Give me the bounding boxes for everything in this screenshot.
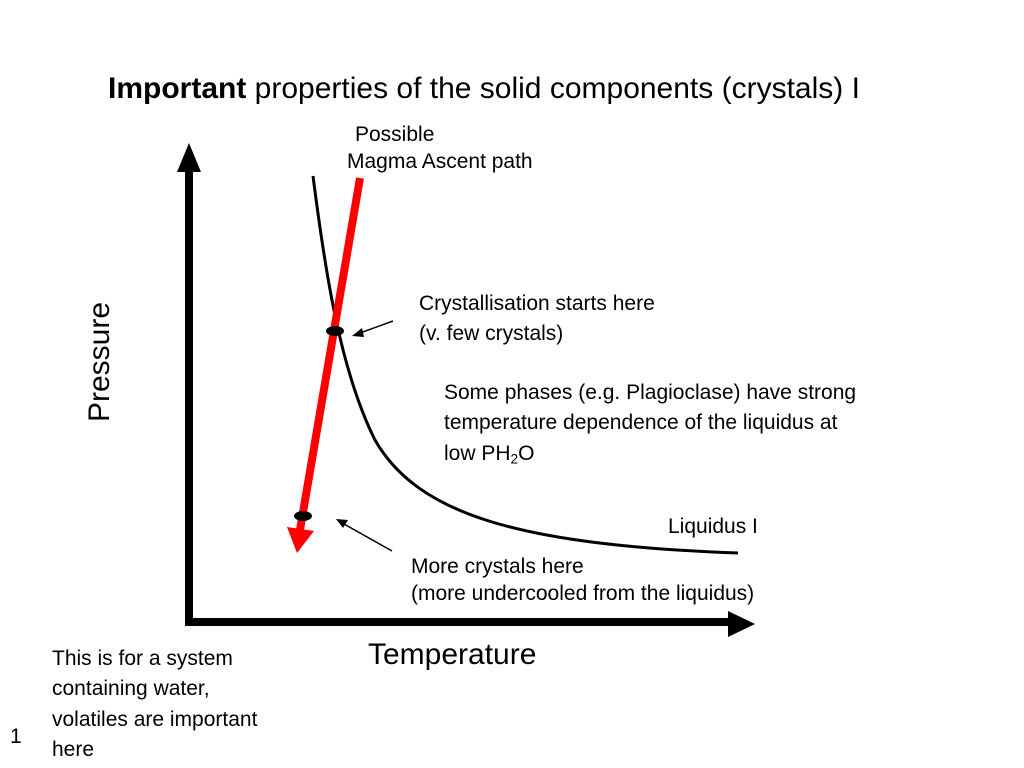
- more-crystals-line2: (more undercooled from the liquidus): [411, 582, 755, 606]
- liquidus-label: Liquidus I: [668, 515, 758, 538]
- title-rest: properties of the solid components (crys…: [246, 72, 860, 105]
- crystallisation-start-line1: Crystallisation starts here: [419, 292, 655, 315]
- x-axis-label: Temperature: [368, 638, 537, 671]
- system-note-line4: here: [52, 738, 95, 762]
- system-note: This is for a system containing water, v…: [52, 644, 257, 766]
- crystallisation-start-line2: (v. few crystals): [419, 322, 564, 346]
- liquidus-curve: [311, 175, 739, 555]
- magma-ascent-path: [296, 177, 364, 531]
- phases-line3: low PH2O: [444, 439, 856, 469]
- pointer-arrowhead-more-crystals: [336, 519, 348, 528]
- magma-ascent-arrowhead: [287, 527, 314, 553]
- ascent-path-label-line1: Possible: [355, 123, 435, 146]
- phases-line3-sub: 2: [510, 451, 519, 467]
- crystallisation-start-label: Crystallisation starts here (v. few crys…: [419, 289, 655, 350]
- pointer-arrow-more-crystals: [343, 523, 393, 552]
- ascent-path-label-line2: Magma Ascent path: [347, 150, 533, 174]
- phases-line3-pre: low PH: [444, 441, 511, 465]
- ascent-path-label: Possible Magma Ascent path: [347, 121, 533, 176]
- system-note-line2: containing water,: [52, 677, 210, 701]
- pointer-arrowhead-crystallisation: [352, 328, 364, 337]
- more-crystals-line1: More crystals here: [411, 555, 584, 578]
- phases-annotation: Some phases (e.g. Plagioclase) have stro…: [444, 378, 856, 469]
- pointer-arrow-crystallisation: [359, 320, 394, 334]
- page-title: Important properties of the solid compon…: [108, 72, 860, 107]
- title-bold: Important: [108, 72, 247, 105]
- system-note-line1: This is for a system: [52, 647, 233, 670]
- crystallisation-start-point: [326, 326, 344, 336]
- more-crystals-label: More crystals here (more undercooled fro…: [411, 553, 754, 608]
- slide-number: 1: [10, 725, 22, 748]
- more-crystals-point: [294, 511, 312, 521]
- phases-line2: temperature dependence of the liquidus a…: [444, 411, 838, 435]
- y-axis-arrowhead: [177, 143, 201, 172]
- phases-line3-post: O: [518, 441, 535, 465]
- phases-line1: Some phases (e.g. Plagioclase) have stro…: [444, 381, 857, 404]
- x-axis-arrowhead: [728, 611, 755, 637]
- system-note-line3: volatiles are important: [52, 707, 258, 731]
- y-axis-label: Pressure: [82, 301, 116, 423]
